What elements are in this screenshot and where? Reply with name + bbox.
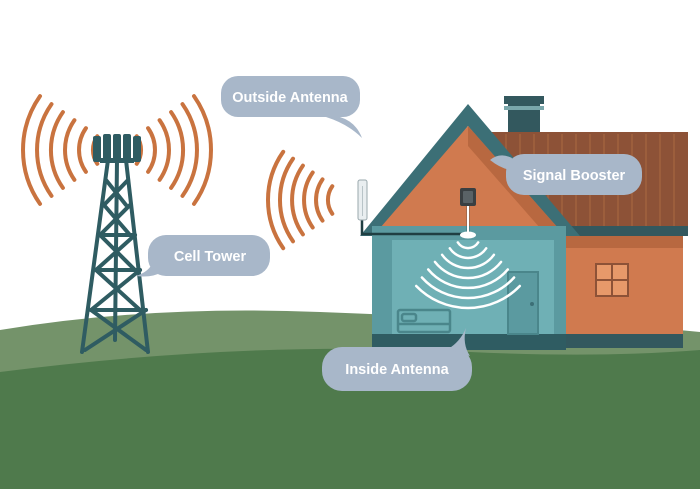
signal-arc [440,253,496,270]
callout-signal-booster: Signal Booster [490,154,642,195]
bed-icon [396,308,452,334]
callout-cell-tower: Cell Tower [136,235,270,277]
outside-antenna-signal-waves [265,149,335,251]
house [357,96,688,350]
signal-arc [192,94,213,206]
signal-arc [420,276,516,300]
signal-arc [169,110,186,190]
callout-inside-antenna: Inside Antenna [322,328,472,391]
signal-arc [433,260,503,280]
signal-arc [35,102,54,198]
cell-tower-icon [80,158,150,354]
outside-antenna-label: Outside Antenna [232,90,348,106]
gable-face [380,126,558,228]
signal-arc [77,126,88,174]
signal-arc [265,149,286,251]
callout-outside-antenna: Outside Antenna [221,76,362,138]
side-wing-roof-band [555,226,688,236]
indoor-signal-waves [414,241,522,310]
main-roof-outline [360,104,580,236]
signal-booster-icon [460,188,476,206]
signal-arc [48,110,65,190]
signal-arc [448,247,488,260]
signal-arc [314,177,325,223]
outside-antenna-icon [357,179,368,221]
signal-arc [456,241,480,250]
signal-arc [21,94,42,206]
signal-arc [146,126,157,174]
side-wing-base [565,334,683,348]
signal-arc [302,170,315,230]
signal-arc [325,184,335,216]
tower-antenna-panels [93,134,141,163]
window-icon [595,263,629,297]
signal-arc [426,268,510,290]
signal-arc [414,284,522,310]
inside-antenna-label: Inside Antenna [345,362,449,378]
signal-arc [63,118,77,182]
door-icon [507,271,539,335]
front-hill [0,348,700,489]
signal-arc [180,102,199,198]
inside-antenna-icon [460,231,476,239]
signal-booster-label: Signal Booster [523,168,626,184]
signal-arc [157,118,171,182]
house-base [372,334,566,350]
signal-arc [278,156,295,244]
signal-arc [290,163,305,237]
cell-tower-label: Cell Tower [174,249,247,265]
